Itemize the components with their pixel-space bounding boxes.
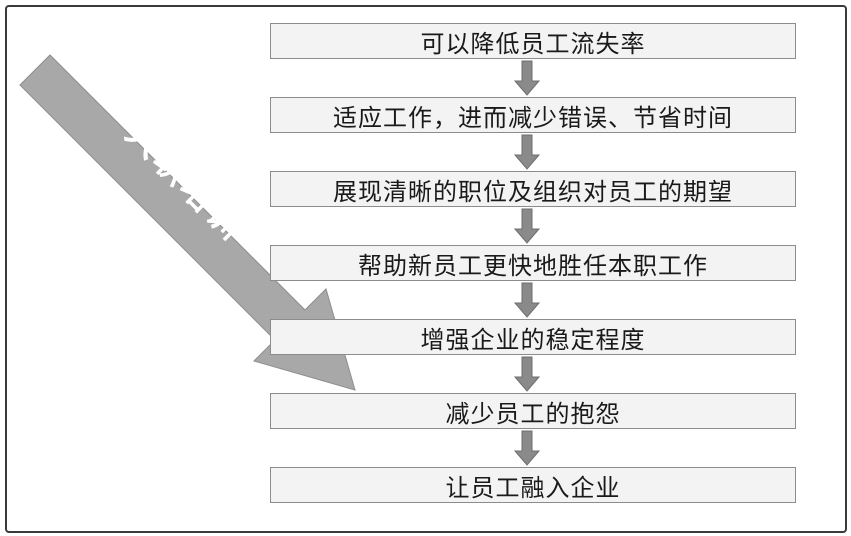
down-arrow-1 — [513, 60, 541, 96]
down-arrow-5 — [513, 356, 541, 392]
step-box-7: 让员工融入企业 — [270, 467, 796, 503]
down-arrow-4 — [513, 282, 541, 318]
down-arrow-3 — [513, 208, 541, 244]
step-box-3: 展现清晰的职位及组织对员工的期望 — [270, 171, 796, 207]
step-box-5: 增强企业的稳定程度 — [270, 319, 796, 355]
step-box-2: 适应工作，进而减少错误、节省时间 — [270, 97, 796, 133]
step-box-4: 帮助新员工更快地胜任本职工作 — [270, 245, 796, 281]
step-box-6: 减少员工的抱怨 — [270, 393, 796, 429]
step-box-1: 可以降低员工流失率 — [270, 23, 796, 59]
down-arrow-2 — [513, 134, 541, 170]
down-arrow-6 — [513, 430, 541, 466]
connector-arrows — [513, 60, 541, 466]
